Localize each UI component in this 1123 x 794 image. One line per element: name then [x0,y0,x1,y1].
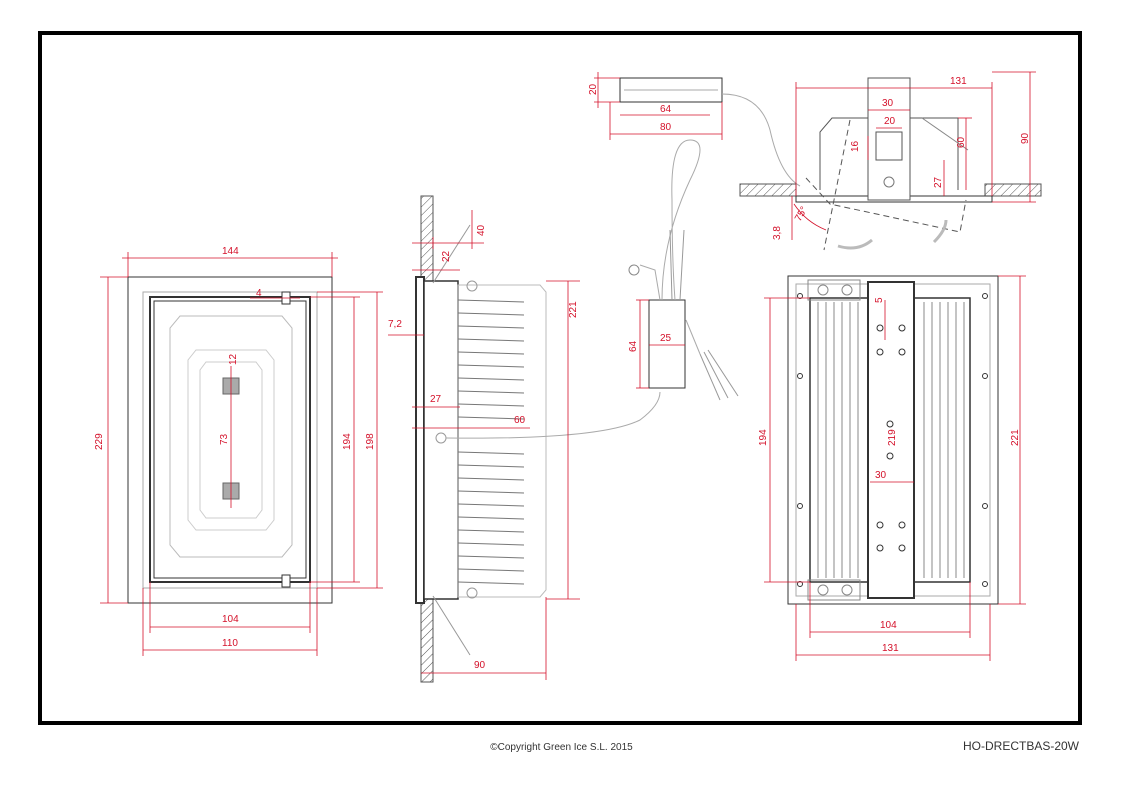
dim-section-height: 60 [956,136,967,148]
dim-driver-height: 64 [628,340,639,352]
dim-front-bottom-outer: 110 [222,638,238,649]
dim-total-depth: 90 [474,660,486,671]
product-code: HO-DRECTBAS-20W [962,739,1079,753]
dim-front-bottom-inner: 104 [222,614,239,625]
dim-side-height: 221 [568,301,579,318]
dim-inner-20: 20 [884,116,896,127]
dim-body-depth: 27 [430,394,442,405]
section-view [739,77,1042,251]
dim-led-pitch: 73 [219,433,230,445]
dim-rear-width-outer: 131 [882,643,899,654]
dim-rear-width-inner: 104 [880,620,897,631]
driver-top-view [619,77,801,187]
dim-front-clip: 4 [256,288,262,299]
dim-front-frame-height: 198 [365,433,376,450]
dim-wall-depth: 40 [476,224,487,236]
dim-cable-offset: 60 [514,415,526,426]
dim-section-total: 90 [1020,132,1031,144]
dim-front-inner-height: 194 [342,433,353,450]
dim-h16: 16 [850,140,861,152]
dim-rear-height: 194 [758,429,769,446]
dim-driver-top-height: 20 [588,83,599,95]
dim-driver-width: 25 [660,333,672,344]
dim-section-width: 131 [950,76,967,87]
dim-flange: 22 [441,250,452,262]
rear-view [787,275,999,605]
side-view [415,195,661,683]
rear-view-fins [817,302,965,578]
dim-section-offset: 27 [933,176,944,188]
copyright-text: ©Copyright Green Ice S.L. 2015 [490,742,633,753]
dim-bracket-width: 30 [882,98,894,109]
dim-rail: 30 [875,470,887,481]
dim-rail-holes: 219 [887,429,898,446]
driver-module [628,139,739,401]
side-view-dimensions [388,210,580,680]
front-view-dimensions [100,252,383,656]
dim-rear-spacing: 5 [874,297,885,303]
front-view [127,276,333,604]
clip-bottom [281,574,291,588]
side-view-fins [457,299,525,585]
dim-lip: 7,2 [388,319,402,330]
drawing-frame [38,31,1082,725]
dim-front-height: 229 [94,433,105,450]
dim-driver-top-inner: 64 [660,104,672,115]
dim-driver-top-length: 80 [660,122,672,133]
dim-ceiling: 3,8 [772,226,783,240]
dim-led-size: 12 [228,353,239,365]
dim-front-width: 144 [222,246,239,257]
dim-rear-height-outer: 221 [1010,429,1021,446]
dim-angle: 75° [793,205,810,224]
